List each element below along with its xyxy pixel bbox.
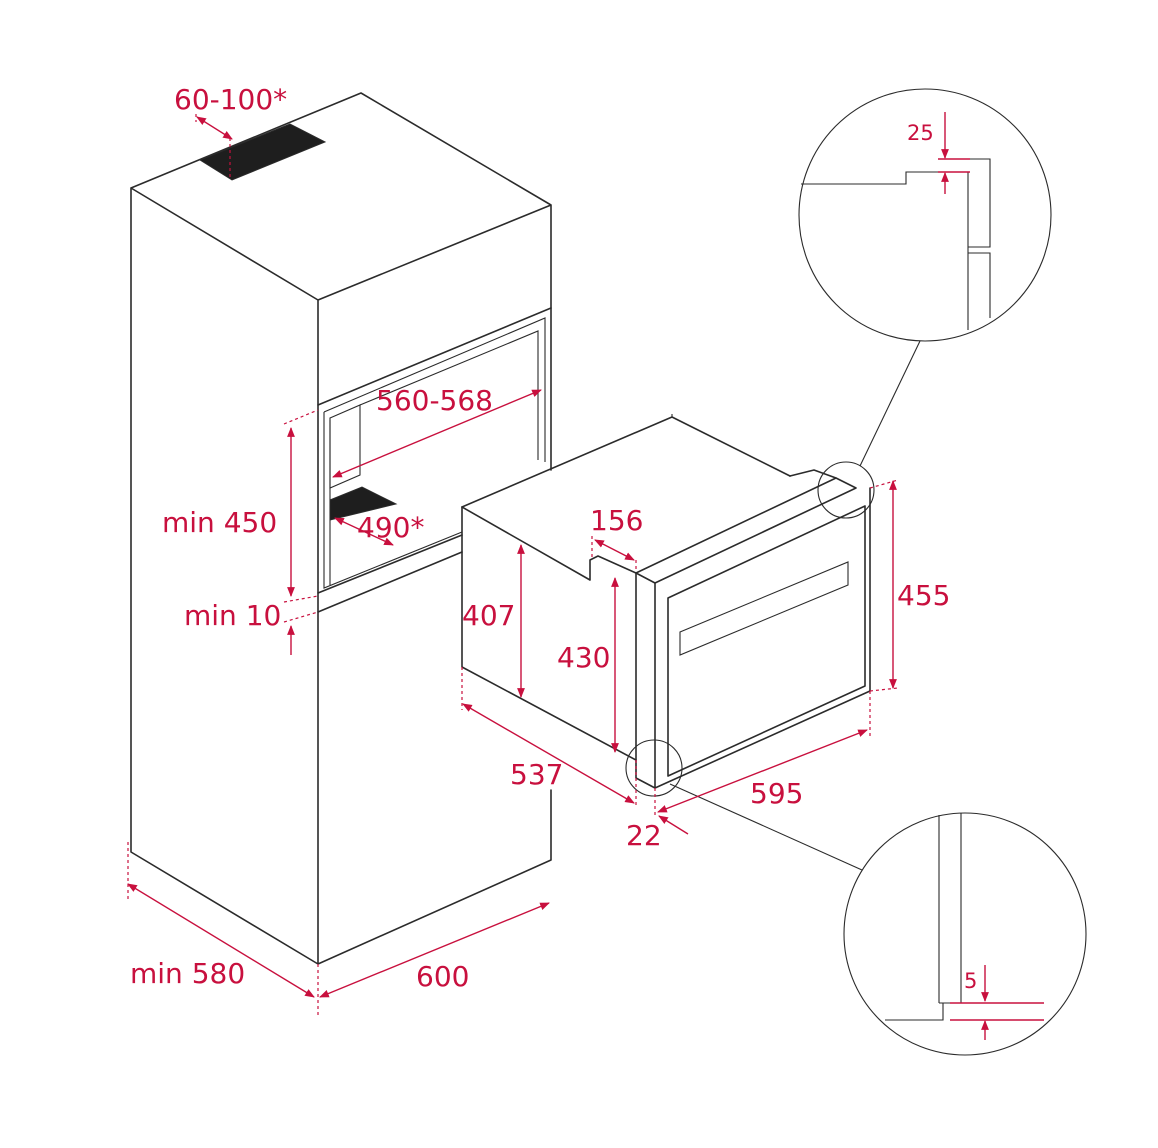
detail-top-drawing — [801, 112, 991, 330]
detail-leader-top — [859, 340, 921, 467]
label-front-thickness: 22 — [626, 819, 662, 852]
label-cabinet-width: 600 — [416, 960, 469, 993]
oven-appliance — [461, 414, 871, 789]
label-detail-top-gap: 25 — [907, 121, 934, 145]
label-top-vent: 60-100* — [174, 83, 287, 116]
detail-callout-top — [798, 88, 1052, 342]
detail-marker-top — [817, 461, 875, 519]
dimension-lines — [127, 114, 899, 1016]
detail-callout-bottom — [843, 812, 1087, 1056]
label-front-offset: 156 — [590, 504, 643, 537]
label-gap-below: min 10 — [184, 599, 281, 632]
label-niche-width: 560-568 — [376, 384, 493, 417]
label-oven-width: 595 — [750, 777, 803, 810]
tall-cabinet — [130, 92, 552, 965]
label-bottom-vent: 490* — [357, 511, 424, 544]
label-detail-bottom-gap: 5 — [964, 969, 977, 993]
bottom-vent-opening — [329, 486, 398, 521]
label-front-height: 455 — [897, 579, 950, 612]
label-cabinet-depth: min 580 — [130, 957, 245, 990]
label-niche-height: min 450 — [162, 506, 277, 539]
label-oven-depth: 537 — [510, 758, 563, 791]
top-vent-opening — [198, 123, 327, 181]
detail-bottom-drawing — [885, 813, 1044, 1040]
label-side-height: 407 — [462, 599, 515, 632]
label-body-height: 430 — [557, 641, 610, 674]
